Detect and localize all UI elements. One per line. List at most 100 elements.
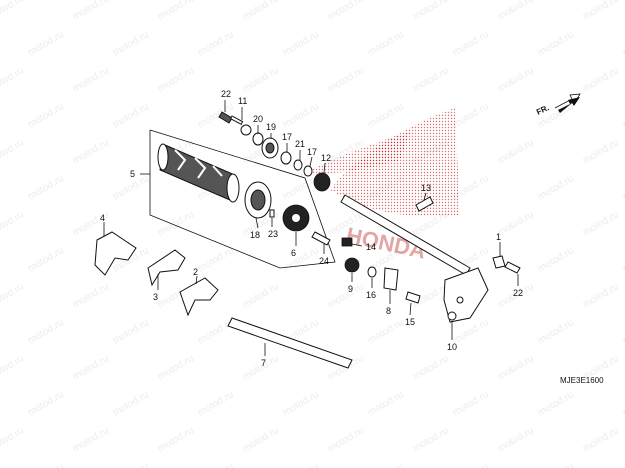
watermark-text: motod.ru xyxy=(536,245,576,274)
shift-forks xyxy=(94,231,219,317)
watermark-text: motod.ru xyxy=(496,65,536,94)
watermark-text: motod.ru xyxy=(581,209,621,238)
callout-number: 20 xyxy=(253,114,263,124)
watermark-text: motod.ru xyxy=(366,29,406,58)
watermark-text: motod.ru xyxy=(156,65,196,94)
watermark-text: motod.ru xyxy=(26,317,66,346)
watermark-text: motod.ru xyxy=(451,29,491,58)
watermark-text: motod.ru xyxy=(281,245,321,274)
watermark-text: motod.ru xyxy=(111,389,151,418)
watermark-text: motod.ru xyxy=(326,0,366,23)
watermark-text: motod.ru xyxy=(411,425,451,454)
watermark-text: motod.ru xyxy=(0,137,26,166)
watermark-text: motod.ru xyxy=(451,461,491,468)
callout-number: 1 xyxy=(496,232,501,242)
watermark-text: motod.ru xyxy=(366,317,406,346)
watermark-text: motod.ru xyxy=(71,137,111,166)
watermark-text: motod.ru xyxy=(536,389,576,418)
watermark-text: motod.ru xyxy=(451,101,491,130)
watermark-text: motod.ru xyxy=(111,461,151,468)
assembly-boundary xyxy=(149,129,336,269)
callout-number: 11 xyxy=(238,96,247,106)
watermark-text: motod.ru xyxy=(26,461,66,468)
watermark-text: motod.ru xyxy=(156,0,196,23)
watermark-text: motod.ru xyxy=(536,173,576,202)
watermark-text: motod.ru xyxy=(496,137,536,166)
watermark-text: motod.ru xyxy=(196,101,236,130)
callout-number: 6 xyxy=(291,248,296,258)
callout-number: 17 xyxy=(307,147,317,157)
watermark-text: motod.ru xyxy=(71,425,111,454)
callout-number: 12 xyxy=(321,153,331,163)
callout-number: 5 xyxy=(130,169,135,179)
callout-number: 22 xyxy=(513,288,523,298)
watermark-text: motod.ru xyxy=(326,65,366,94)
watermark-text: motod.ru xyxy=(621,173,625,202)
callout-number: 22 xyxy=(221,89,231,99)
callout-number: 3 xyxy=(153,292,158,302)
callout-number: 15 xyxy=(405,317,415,327)
dowel-pin xyxy=(269,209,275,218)
stopper-arm-parts xyxy=(344,257,399,291)
watermark-text: motod.ru xyxy=(581,137,621,166)
watermark-text: motod.ru xyxy=(411,65,451,94)
shift-drum-center xyxy=(282,204,310,232)
watermark-text: motod.ru xyxy=(496,353,536,382)
shift-fork-shaft xyxy=(227,317,353,369)
callout-number: 4 xyxy=(100,213,105,223)
watermark-text: motod.ru xyxy=(621,101,625,130)
watermark-text: motod.ru xyxy=(581,65,621,94)
watermark-text: motod.ru xyxy=(281,101,321,130)
watermark-text: motod.ru xyxy=(241,0,281,23)
watermark-text: motod.ru xyxy=(156,353,196,382)
watermark-text: motod.ru xyxy=(366,461,406,468)
watermark-text: motod.ru xyxy=(71,281,111,310)
watermark-text: motod.ru xyxy=(281,389,321,418)
watermark-text: motod.ru xyxy=(26,389,66,418)
watermark-text: motod.ru xyxy=(26,173,66,202)
shift-drum xyxy=(157,143,240,203)
watermark-text: motod.ru xyxy=(581,281,621,310)
callout-number: 7 xyxy=(261,358,266,368)
watermark-text: motod.ru xyxy=(411,0,451,23)
watermark-text: motod.ru xyxy=(621,317,625,346)
watermark-text: motod.ru xyxy=(581,0,621,23)
watermark-text: motod.ru xyxy=(496,209,536,238)
watermark-text: motod.ru xyxy=(621,389,625,418)
watermark-text: motod.ru xyxy=(26,29,66,58)
callout-number: 9 xyxy=(348,284,353,294)
watermark-text: motod.ru xyxy=(621,29,625,58)
watermark-text: motod.ru xyxy=(496,0,536,23)
watermark-text: motod.ru xyxy=(71,65,111,94)
watermark-text: motod.ru xyxy=(26,101,66,130)
callout-number: 2 xyxy=(193,267,198,277)
watermark-text: motod.ru xyxy=(26,245,66,274)
callout-number: 23 xyxy=(268,229,278,239)
watermark-text: motod.ru xyxy=(0,209,26,238)
watermark-text: motod.ru xyxy=(451,389,491,418)
watermark-text: motod.ru xyxy=(366,101,406,130)
watermark-text: motod.ru xyxy=(326,281,366,310)
watermark-text: motod.ru xyxy=(581,425,621,454)
watermark-text: motod.ru xyxy=(281,461,321,468)
watermark-text: motod.ru xyxy=(111,29,151,58)
diagram-code: MJE3E1600 xyxy=(560,376,604,385)
callout-number: 10 xyxy=(447,342,457,352)
callout-number: 19 xyxy=(266,122,276,132)
watermark-text: motod.ru xyxy=(0,65,26,94)
callout-number: 16 xyxy=(366,290,376,300)
watermark-text: motod.ru xyxy=(621,461,625,468)
callout-number: 24 xyxy=(319,256,329,266)
callout-number: 21 xyxy=(295,139,305,149)
watermark-text: motod.ru xyxy=(281,29,321,58)
watermark-text: motod.ru xyxy=(0,425,26,454)
watermark-text: motod.ru xyxy=(156,209,196,238)
watermark-text: motod.ru xyxy=(326,425,366,454)
watermark-text: motod.ru xyxy=(366,389,406,418)
callout-number: 14 xyxy=(366,242,376,252)
watermark-text: motod.ru xyxy=(0,353,26,382)
callout-number: 18 xyxy=(250,230,260,240)
